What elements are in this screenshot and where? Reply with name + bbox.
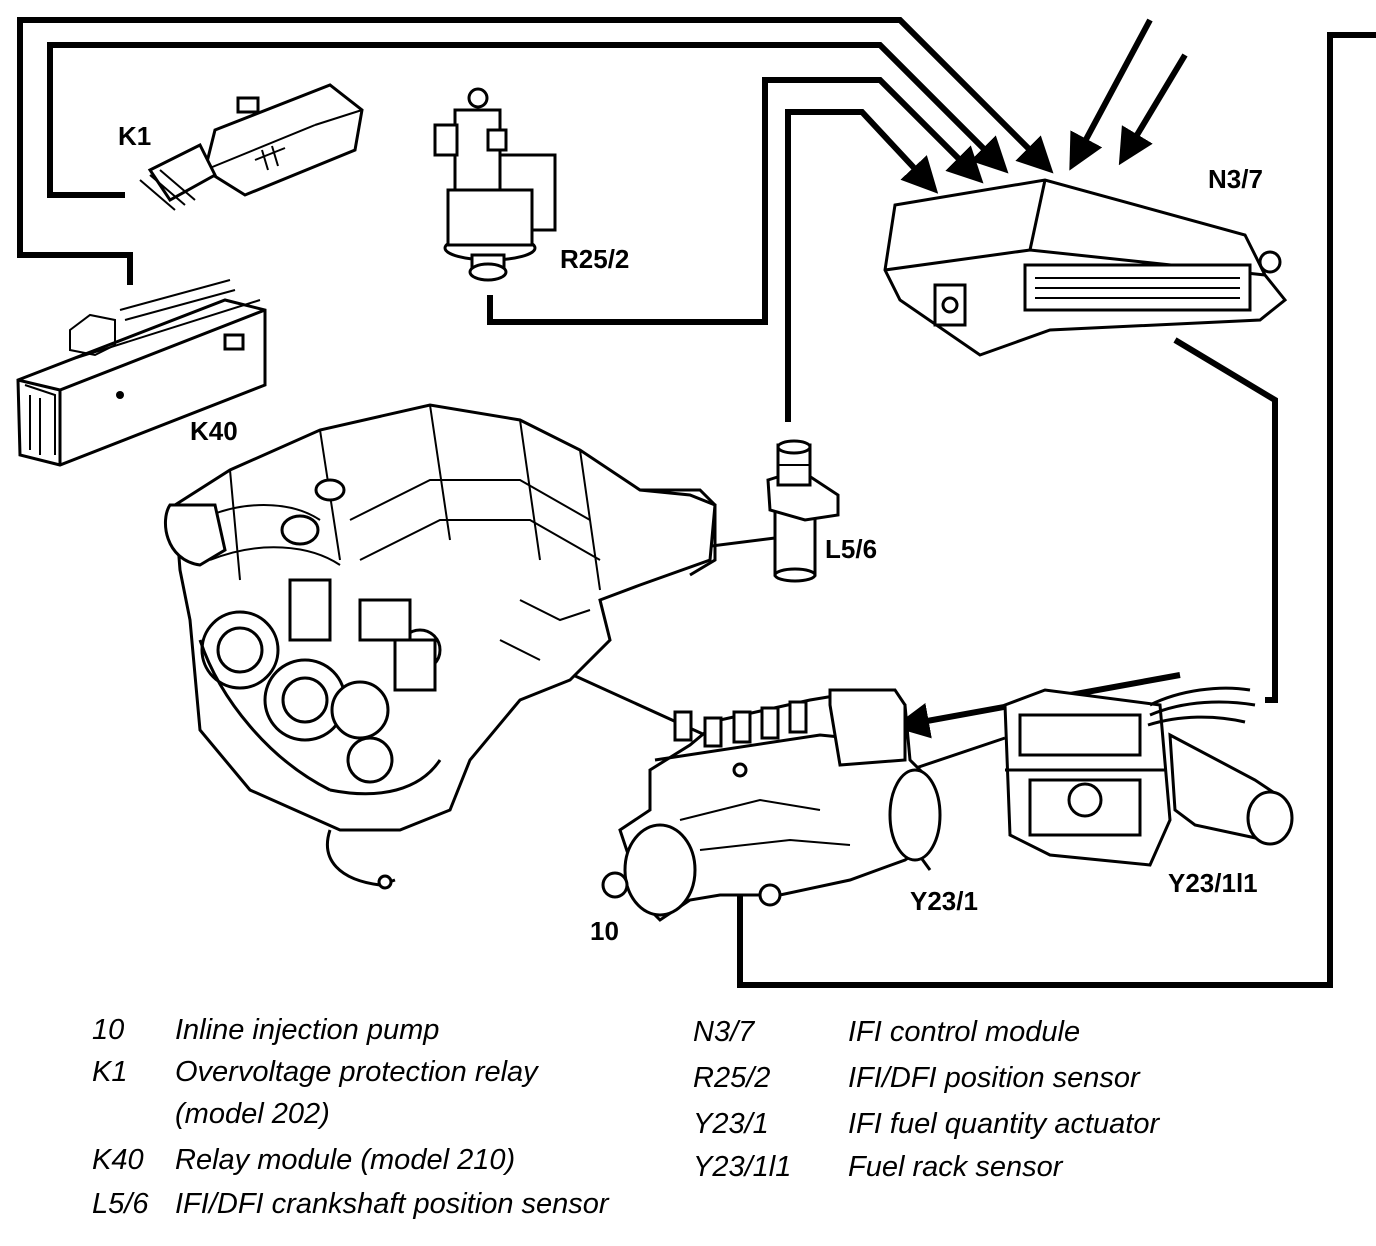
l5-6-sensor-illustration bbox=[766, 439, 840, 583]
legend-code: Y23/1l1 bbox=[693, 1151, 792, 1183]
legend-code: K1 bbox=[92, 1056, 128, 1088]
legend-code: R25/2 bbox=[693, 1062, 771, 1094]
legend-desc: Overvoltage protection relay bbox=[175, 1056, 538, 1088]
fuel-rack-sensor-illustration bbox=[1003, 686, 1294, 867]
legend-code: Y23/1 bbox=[693, 1108, 769, 1140]
injection-pump-illustration bbox=[601, 688, 942, 922]
wiring-diagram: K1 R25/2 N3/7 K40 L5/6 Y23/1 Y23/1l1 10 bbox=[16, 17, 1376, 988]
k40-relay-module-illustration bbox=[16, 279, 267, 467]
legend-desc: IFI/DFI crankshaft position sensor bbox=[175, 1188, 609, 1220]
label-k1: K1 bbox=[118, 121, 151, 151]
label-n3-7: N3/7 bbox=[1208, 164, 1263, 194]
n3-7-control-module-illustration bbox=[883, 178, 1288, 357]
label-r25-2: R25/2 bbox=[560, 244, 629, 274]
legend-desc: IFI fuel quantity actuator bbox=[848, 1108, 1160, 1140]
label-l5-6: L5/6 bbox=[825, 534, 877, 564]
label-y23-1l1: Y23/1l1 bbox=[1168, 868, 1258, 898]
legend-desc: IFI control module bbox=[848, 1016, 1081, 1048]
label-y23-1: Y23/1 bbox=[910, 886, 978, 916]
legend-desc: (model 202) bbox=[175, 1098, 330, 1130]
k1-relay-illustration bbox=[139, 83, 364, 211]
legend-code: 10 bbox=[92, 1014, 125, 1046]
legend-desc: Inline injection pump bbox=[175, 1014, 440, 1046]
legend-code: N3/7 bbox=[693, 1016, 755, 1048]
wiring-lines bbox=[17, 17, 1376, 988]
legend-desc: Relay module (model 210) bbox=[175, 1144, 516, 1176]
r25-2-sensor-illustration bbox=[433, 87, 557, 282]
legend-desc: Fuel rack sensor bbox=[848, 1151, 1063, 1183]
legend-desc: IFI/DFI position sensor bbox=[848, 1062, 1140, 1094]
legend-code: K40 bbox=[92, 1144, 144, 1176]
engine-illustration bbox=[163, 403, 717, 890]
label-pump-10: 10 bbox=[590, 916, 619, 946]
label-k40: K40 bbox=[190, 416, 238, 446]
legend-code: L5/6 bbox=[92, 1188, 149, 1220]
